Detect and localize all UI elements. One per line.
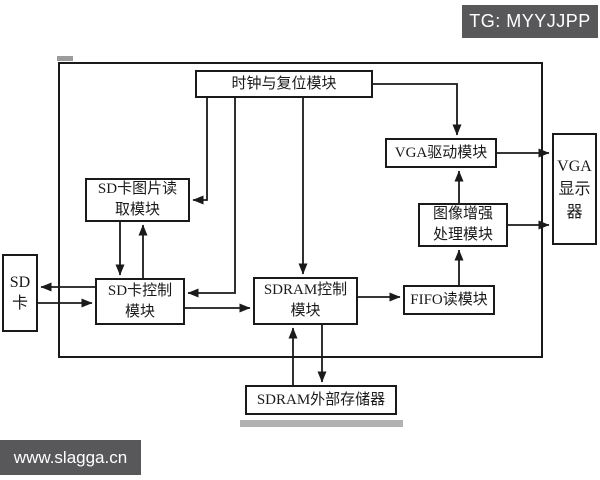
corner-artifact [57,56,73,61]
block-fifo-read-module: FIFO读模块 [403,285,495,315]
block-sd-image-reader-module: SD卡图片读 取模块 [85,178,190,222]
block-sdram-controller-module: SDRAM控制 模块 [253,277,358,325]
system-boundary-box [58,62,543,358]
sdram-memory-shadow [240,420,403,427]
arrow-clock-to-sd-controller [187,98,236,298]
block-vga-display: VGA 显示 器 [552,133,597,245]
block-vga-driver-module: VGA驱动模块 [385,138,497,168]
block-sd-card: SD 卡 [2,254,38,332]
block-image-enhance-module: 图像增强 处理模块 [418,203,508,247]
watermark-bottom-left: www.slagga.cn [0,440,141,475]
block-sdram-external-memory: SDRAM外部存储器 [245,385,397,415]
watermark-top-right: TG: MYYJJPP [462,5,598,38]
arrow-clock-to-sd-reader [192,98,208,205]
block-sd-controller-module: SD卡控制 模块 [95,278,185,325]
arrow-clock-to-vga-driver [373,83,462,136]
block-clock-reset-module: 时钟与复位模块 [195,70,373,98]
